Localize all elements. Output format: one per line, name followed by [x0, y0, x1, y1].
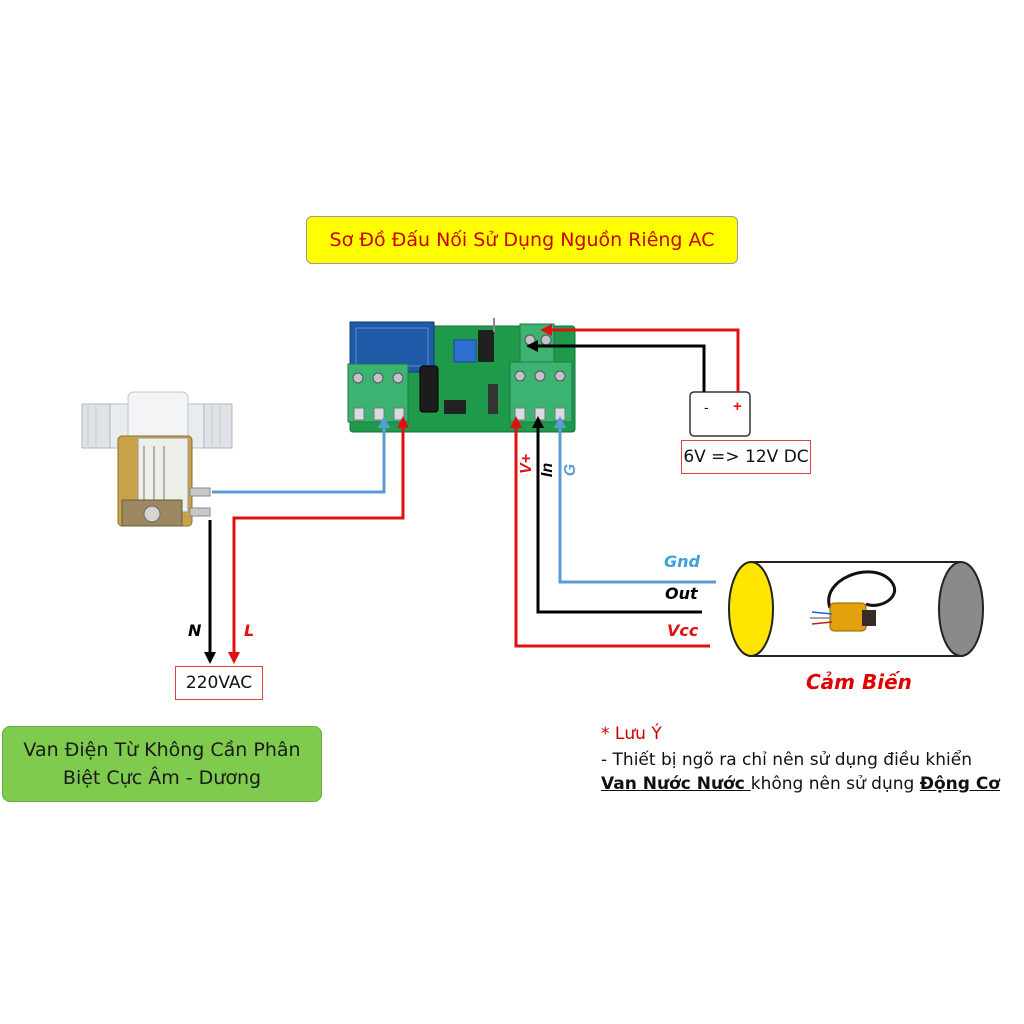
- wire-label-l: L: [244, 621, 255, 640]
- arrow-sensor-out: [532, 416, 544, 428]
- valve-note-line1: Van Điện Từ Không Cần Phân: [23, 739, 301, 761]
- label-vplus: V+: [518, 454, 535, 474]
- arrow-valve-blue: [378, 416, 390, 428]
- wire-label-vcc: Vcc: [667, 621, 699, 640]
- note-title: * Lưu Ý: [601, 724, 662, 744]
- relay-module: [347, 318, 576, 433]
- arrow-power-negative: [526, 340, 538, 352]
- note-motor: Động Cơ: [919, 774, 1000, 794]
- note-water-valve: Van Nước Nước: [601, 774, 751, 794]
- battery-minus-text: -: [704, 399, 709, 415]
- wire-valve-red: [232, 424, 405, 656]
- wire-label-gnd: Gnd: [664, 552, 700, 571]
- sensor-label: Cảm Biến: [806, 670, 912, 694]
- solenoid-valve: [81, 391, 233, 527]
- note-middle: không nên sử dụng: [750, 774, 920, 794]
- arrow-sensor-gnd: [554, 416, 566, 428]
- wires: [208, 328, 740, 656]
- arrow-ac-n: [204, 652, 216, 664]
- wire-power-negative: [534, 344, 706, 392]
- label-g: G: [562, 464, 579, 476]
- battery-plus-text: +: [733, 398, 742, 415]
- sensor-cylinder: [728, 561, 984, 657]
- arrow-ac-l: [228, 652, 240, 664]
- wire-power-positive: [548, 328, 740, 392]
- note-line1: - Thiết bị ngõ ra chỉ nên sử dụng điều k…: [601, 750, 973, 770]
- wire-label-n: N: [188, 621, 202, 640]
- arrow-sensor-vcc: [510, 416, 522, 428]
- arrow-power-positive: [540, 324, 552, 336]
- label-in: In: [539, 463, 556, 477]
- diagram-title: Sơ Đồ Đấu Nối Sử Dụng Nguồn Riêng AC: [306, 216, 738, 264]
- arrow-heads: [204, 324, 566, 664]
- wire-sensor-gnd: [558, 424, 716, 584]
- valve-note-line2: Biệt Cực Âm - Dương: [62, 767, 262, 789]
- wire-label-out: Out: [665, 584, 698, 603]
- wire-sensor-out: [536, 424, 702, 614]
- arrow-valve-red: [397, 416, 409, 428]
- power-supply: - +: [689, 391, 751, 437]
- wire-sensor-vcc: [514, 424, 710, 648]
- wire-valve-blue: [212, 424, 386, 494]
- valve-note-box: Van Điện Từ Không Cần Phân Biệt Cực Âm -…: [2, 726, 322, 802]
- power-supply-label: 6V => 12V DC: [681, 440, 811, 474]
- note-line2: Van Nước Nước không nên sử dụng Động Cơ: [601, 774, 1000, 794]
- ac-source-label: 220VAC: [175, 666, 263, 700]
